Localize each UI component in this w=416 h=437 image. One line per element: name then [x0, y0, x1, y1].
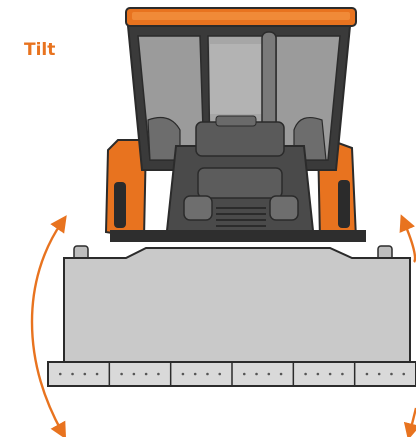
cab-roof [125, 7, 357, 27]
blade-bolt [144, 372, 148, 376]
headlight-left [183, 195, 213, 221]
blade-bolt [181, 372, 185, 376]
blade-edge-segments [58, 362, 406, 386]
blade-bolt [402, 372, 406, 376]
blade-bolt [95, 372, 99, 376]
blade-bolt [304, 372, 307, 376]
blade-bolt [255, 372, 258, 376]
blade-bolt [341, 372, 344, 376]
blade-bolt [83, 372, 87, 376]
blade-bolt [377, 372, 381, 376]
headlight-right [269, 195, 299, 221]
tilt-arrow-right [399, 214, 416, 263]
blade-bolt [157, 372, 160, 376]
tilt-arrow-right-lower [403, 407, 416, 437]
blade-bolt [390, 372, 393, 376]
blade-bolt [193, 372, 197, 376]
blade-bolt [120, 372, 123, 376]
blade-bolt [132, 372, 136, 376]
blade-bolt [267, 372, 271, 376]
dozer-blade [47, 245, 416, 387]
blade-bolt [316, 372, 320, 376]
blade-bolt [206, 372, 209, 376]
tilt-label: Tilt [24, 40, 56, 60]
tilt-arrow-left [30, 215, 67, 437]
engine-hood [110, 115, 366, 242]
blade-bolt [328, 372, 332, 376]
blade-bolt [365, 372, 369, 376]
blade-bolt [71, 372, 74, 376]
blade-bolt [242, 372, 246, 376]
blade-bolt [218, 372, 222, 376]
blade-bolt [58, 372, 62, 376]
blade-bolt [279, 372, 283, 376]
